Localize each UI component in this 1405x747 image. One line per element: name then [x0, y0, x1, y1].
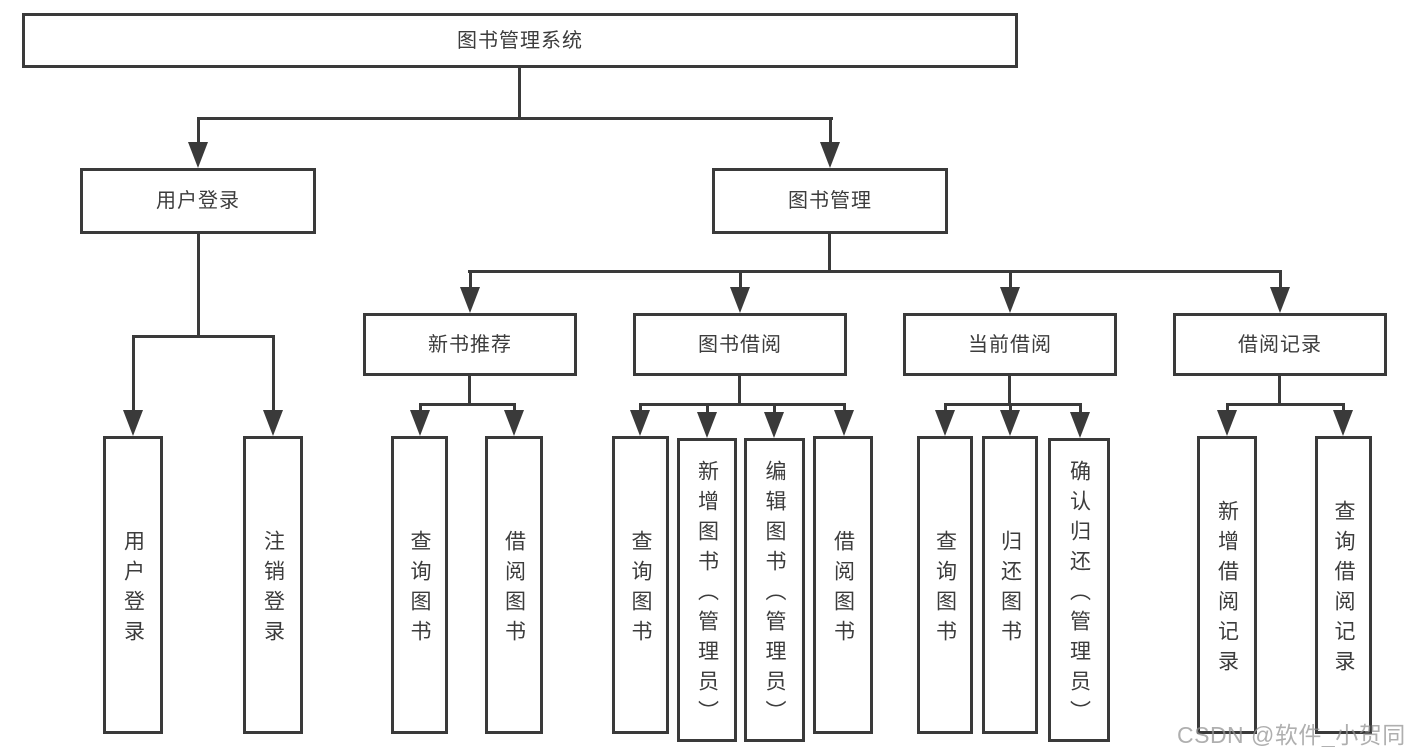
arrowhead-icon [1070, 412, 1090, 438]
arrowhead-icon [188, 142, 208, 168]
node-label: 新书推荐 [428, 333, 512, 356]
node-root: 图书管理系统 [22, 13, 1018, 68]
node-label: 借阅图书 [502, 529, 526, 650]
arrowhead-icon [1000, 287, 1020, 313]
node-label: 查询图书 [933, 529, 957, 650]
arrowhead-icon [1217, 410, 1237, 436]
node-query-books-current: 查询图书 [917, 436, 973, 734]
connector-line [829, 118, 832, 160]
watermark: CSDN @软件_小贺同学 [1177, 722, 1405, 747]
node-label: 图书管理系统 [457, 29, 583, 52]
node-borrow-books-recommend: 借阅图书 [485, 436, 543, 734]
node-label: 图书管理 [788, 190, 872, 212]
connector-line [419, 403, 516, 406]
node-borrowing-records: 借阅记录 [1173, 313, 1387, 376]
arrowhead-icon [123, 410, 143, 436]
connector-line [197, 118, 200, 160]
node-add-borrow-record: 新增借阅记录 [1197, 436, 1257, 734]
connector-line [738, 374, 741, 406]
arrowhead-icon [410, 410, 430, 436]
connector-line [1226, 403, 1345, 406]
node-confirm-return-admin: 确认归还（管理员） [1048, 438, 1110, 742]
node-label: 编辑图书（管理员） [763, 459, 786, 730]
node-user-login: 用户登录 [80, 168, 316, 234]
node-user-login-leaf: 用户登录 [103, 436, 163, 734]
node-label: 当前借阅 [968, 333, 1052, 356]
connector-line [518, 66, 521, 119]
node-label: 借阅记录 [1238, 333, 1322, 356]
node-label: 用户登录 [121, 529, 145, 650]
arrowhead-icon [764, 412, 784, 438]
connector-line [272, 336, 275, 428]
node-logout-leaf: 注销登录 [243, 436, 303, 734]
node-book-management: 图书管理 [712, 168, 948, 234]
node-label: 查询图书 [629, 529, 652, 650]
node-label: 确认归还（管理员） [1067, 459, 1091, 730]
arrowhead-icon [697, 412, 717, 438]
node-label: 查询图书 [408, 529, 431, 650]
connector-line [944, 403, 1082, 406]
arrowhead-icon [460, 287, 480, 313]
node-label: 用户登录 [156, 190, 240, 212]
connector-line [468, 270, 1282, 273]
connector-line [197, 117, 833, 120]
connector-line [1008, 374, 1011, 406]
node-query-books-recommend: 查询图书 [391, 436, 448, 734]
node-label: 新增图书（管理员） [695, 459, 719, 730]
node-query-books-borrowing: 查询图书 [612, 436, 669, 734]
connector-line [639, 403, 846, 406]
node-borrow-books-borrowing: 借阅图书 [813, 436, 873, 734]
arrowhead-icon [820, 142, 840, 168]
arrowhead-icon [935, 410, 955, 436]
connector-line [132, 335, 275, 338]
arrowhead-icon [1333, 410, 1353, 436]
connector-line [197, 232, 200, 338]
node-label: 新增借阅记录 [1215, 499, 1239, 680]
arrowhead-icon [834, 410, 854, 436]
node-query-borrow-record: 查询借阅记录 [1315, 436, 1372, 734]
arrowhead-icon [504, 410, 524, 436]
node-label: 注销登录 [261, 529, 285, 650]
node-label: 借阅图书 [831, 529, 855, 650]
node-add-books-admin: 新增图书（管理员） [677, 438, 737, 742]
connector-line [1278, 374, 1281, 406]
arrowhead-icon [1270, 287, 1290, 313]
node-current-borrowing: 当前借阅 [903, 313, 1117, 376]
node-return-books: 归还图书 [982, 436, 1038, 734]
connector-line [132, 336, 135, 428]
arrowhead-icon [263, 410, 283, 436]
node-label: 归还图书 [998, 529, 1022, 650]
node-label: 图书借阅 [698, 333, 782, 356]
node-label: 查询借阅记录 [1332, 499, 1355, 680]
connector-line [828, 232, 831, 273]
connector-line [468, 374, 471, 406]
node-book-borrowing: 图书借阅 [633, 313, 847, 376]
arrowhead-icon [630, 410, 650, 436]
arrowhead-icon [1000, 410, 1020, 436]
node-edit-books-admin: 编辑图书（管理员） [744, 438, 805, 742]
arrowhead-icon [730, 287, 750, 313]
node-new-book-recommendation: 新书推荐 [363, 313, 577, 376]
